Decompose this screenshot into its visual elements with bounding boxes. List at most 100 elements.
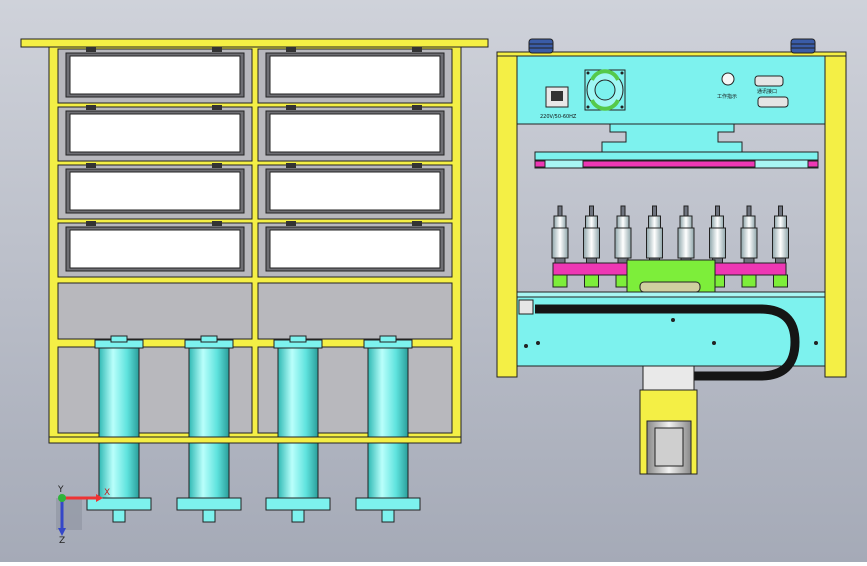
cable-carrier xyxy=(535,304,800,381)
syringe-cap xyxy=(379,335,397,343)
base-screw xyxy=(524,344,528,348)
panel-clip xyxy=(286,163,296,168)
nozzle-tip xyxy=(683,205,689,217)
syringe-flange xyxy=(265,497,331,511)
nozzle-body xyxy=(772,227,789,259)
front-view: 220V/50-60HZ 工作指示 通讯接口 xyxy=(496,38,847,475)
left-pillar xyxy=(496,53,518,378)
syringe-flange xyxy=(176,497,242,511)
syringe-barrel xyxy=(188,345,230,499)
axis-triad: X Y Z xyxy=(56,485,110,546)
nozzle-body xyxy=(709,227,726,259)
right-pillar xyxy=(824,53,847,378)
frame-bottom-bar xyxy=(48,436,462,444)
top-rail xyxy=(20,38,489,48)
nozzle-body xyxy=(614,227,632,259)
base-screw xyxy=(712,341,716,345)
lower-base-plate xyxy=(516,291,826,367)
panel-grid xyxy=(57,47,453,278)
nozzle-tip xyxy=(589,205,594,217)
nozzle-tip xyxy=(715,205,720,217)
comm-port-icon xyxy=(754,75,789,108)
panel-clip xyxy=(212,221,222,226)
top-fittings xyxy=(528,38,816,54)
carriage-slot xyxy=(639,281,701,293)
end-cap-left xyxy=(518,299,534,315)
panel-card xyxy=(69,229,241,269)
y-axis-label: Y xyxy=(57,485,64,495)
port-label: 通讯接口 xyxy=(757,88,777,95)
panel-clip xyxy=(212,105,222,110)
nozzle-foot xyxy=(741,274,757,288)
nozzle-body xyxy=(551,227,569,259)
nozzle-foot xyxy=(584,274,599,288)
syringe-flange xyxy=(355,497,421,511)
panel-clip xyxy=(286,47,296,52)
panel-card xyxy=(269,113,441,153)
y-axis-dot-icon xyxy=(58,494,66,502)
upper-rail-plate xyxy=(534,151,819,161)
panel-card xyxy=(269,55,441,95)
air-fitting xyxy=(528,38,554,54)
panel-clip xyxy=(86,105,96,110)
nozzle-head xyxy=(711,215,724,229)
nozzle-foot xyxy=(773,274,788,288)
motor-mount xyxy=(642,365,695,391)
nozzle-tip xyxy=(652,205,657,217)
syringe-barrel xyxy=(367,345,409,499)
nozzle-head xyxy=(679,215,693,229)
panel-card xyxy=(69,113,241,153)
panel-card xyxy=(269,171,441,211)
panel-clip xyxy=(86,221,96,226)
x-axis-arrow-icon xyxy=(96,494,103,502)
air-fitting xyxy=(790,38,816,54)
syringe-cap xyxy=(289,335,307,343)
x-axis-label: X xyxy=(104,488,110,498)
syringe-stem xyxy=(112,509,126,523)
panel-clip xyxy=(286,221,296,226)
panel-clip xyxy=(86,47,96,52)
indicator-lamp-icon xyxy=(721,72,735,86)
nozzle-body xyxy=(677,227,695,259)
lower-base-lip xyxy=(516,291,826,298)
open-bay xyxy=(257,282,453,340)
panel-card xyxy=(69,171,241,211)
syringe-cap xyxy=(200,335,218,343)
syringe-stem xyxy=(202,509,216,523)
syringe-stem xyxy=(381,509,395,523)
panel-clip xyxy=(412,163,422,168)
panel-clip xyxy=(86,163,96,168)
voltage-label: 220V/50-60HZ xyxy=(540,114,577,120)
nozzle-tip xyxy=(746,205,752,217)
open-bay xyxy=(57,282,253,340)
nozzle-head xyxy=(616,215,630,229)
panel-clip xyxy=(212,163,222,168)
z-axis-label: Z xyxy=(59,536,65,546)
nozzle-tip xyxy=(557,205,563,217)
syringe-row xyxy=(48,335,462,523)
nozzle-body xyxy=(583,227,600,259)
panel-clip xyxy=(286,105,296,110)
base-screw xyxy=(814,341,818,345)
panel-card xyxy=(269,229,441,269)
upper-rail-magenta-left xyxy=(534,160,546,168)
left-side-view xyxy=(20,38,489,523)
panel-card xyxy=(69,55,241,95)
fan-icon xyxy=(584,69,626,111)
nozzle-head xyxy=(553,215,567,229)
nozzle-head xyxy=(648,215,661,229)
power-socket-inner xyxy=(551,91,563,101)
panel-clip xyxy=(412,47,422,52)
nozzle-foot xyxy=(552,274,568,288)
syringe-barrel xyxy=(98,345,140,499)
panel-clip xyxy=(212,47,222,52)
upper-rail-magenta xyxy=(582,160,756,168)
base-screw xyxy=(671,318,675,322)
motor-plate xyxy=(654,427,684,467)
base-screws xyxy=(524,318,818,348)
z-axis-arrow-icon xyxy=(58,528,66,536)
syringe-stem xyxy=(291,509,305,523)
panel-clip xyxy=(412,221,422,226)
